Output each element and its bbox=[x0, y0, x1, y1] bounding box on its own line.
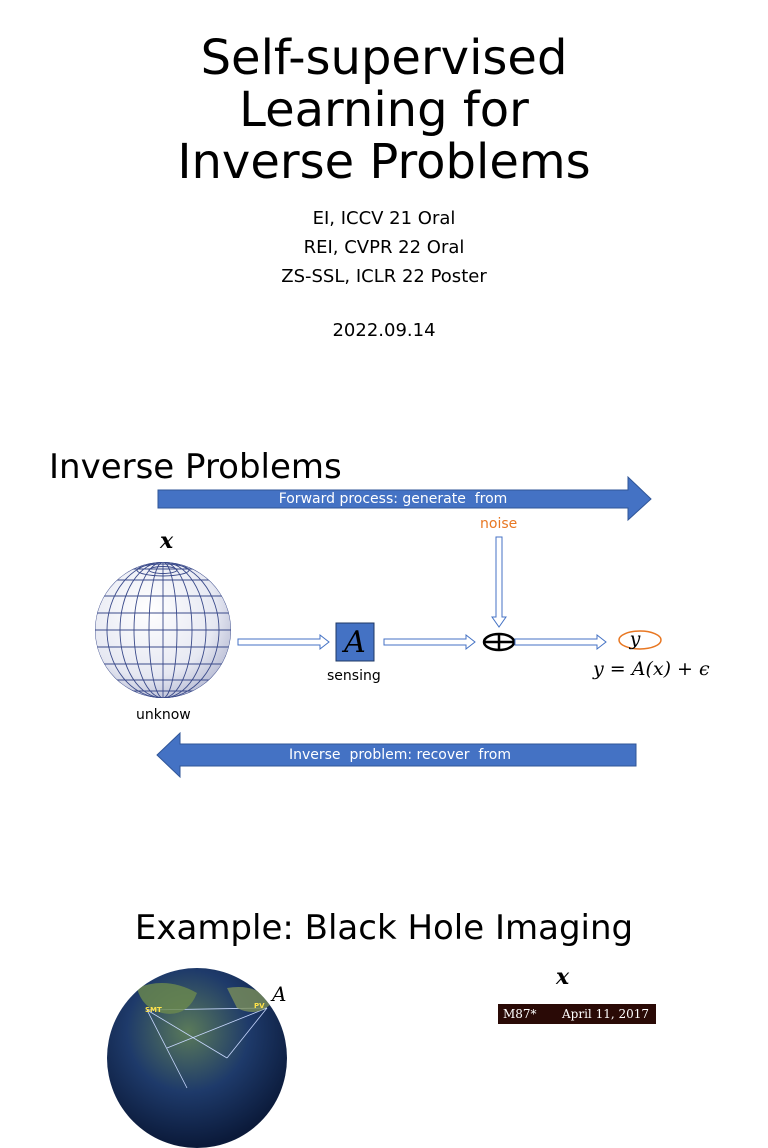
black-hole-x-symbol: x bbox=[556, 964, 570, 990]
venue-zs-ssl: ZS-SSL, ICLR 22 Poster bbox=[281, 266, 487, 287]
presentation-date: 2022.09.14 bbox=[332, 320, 436, 341]
black-hole-imaging-heading: Example: Black Hole Imaging bbox=[134, 908, 634, 948]
noise-label: noise bbox=[480, 516, 518, 532]
image-caption-target: M87* bbox=[503, 1007, 537, 1021]
black-hole-image: M87* April 11, 2017 bbox=[498, 1004, 656, 1024]
title-line-1: Self-supervised bbox=[200, 30, 568, 86]
measurement-highlight bbox=[618, 630, 662, 650]
earth-image: SMT PV bbox=[107, 968, 287, 1148]
venue-rei: REI, CVPR 22 Oral bbox=[303, 237, 465, 258]
station-label-smt: SMT bbox=[145, 1006, 162, 1014]
noise-addition-icon bbox=[482, 632, 516, 652]
venue-ei: EI, ICCV 21 Oral bbox=[312, 208, 456, 229]
signal-arrow-1 bbox=[237, 633, 330, 651]
sensing-label: sensing bbox=[327, 668, 381, 684]
venue-list: EI, ICCV 21 Oral REI, CVPR 22 Oral ZS-SS… bbox=[0, 204, 768, 291]
forward-process-label: Forward process: generate from bbox=[278, 491, 508, 507]
unknown-x-symbol: x bbox=[160, 528, 174, 554]
title-line-2: Learning for bbox=[239, 82, 529, 138]
title-line-3: Inverse Problems bbox=[177, 134, 591, 190]
inverse-problems-heading: Inverse Problems bbox=[49, 447, 342, 487]
signal-arrow-3 bbox=[514, 633, 607, 651]
measurement-y-symbol: y bbox=[629, 628, 641, 650]
forward-model-equation: y = A(x) + ϵ bbox=[593, 658, 710, 680]
operator-A-label: A bbox=[272, 982, 287, 1006]
station-label-pv: PV bbox=[254, 1002, 265, 1010]
noise-arrow bbox=[491, 536, 507, 628]
sphere-icon bbox=[95, 562, 231, 698]
telescope-baselines bbox=[137, 983, 272, 1089]
presentation-title: Self-supervised Learning for Inverse Pro… bbox=[0, 32, 768, 188]
signal-arrow-2 bbox=[383, 633, 476, 651]
inverse-problem-diagram: A y bbox=[95, 475, 662, 779]
operator-A-symbol: A bbox=[341, 625, 366, 660]
forward-process-arrow bbox=[157, 475, 652, 522]
unknown-label: unknow bbox=[136, 707, 191, 723]
inverse-problem-arrow bbox=[156, 731, 637, 779]
sensing-operator-box bbox=[335, 622, 375, 662]
inverse-problem-label: Inverse problem: recover from bbox=[288, 747, 512, 763]
image-caption-date: April 11, 2017 bbox=[562, 1007, 650, 1021]
